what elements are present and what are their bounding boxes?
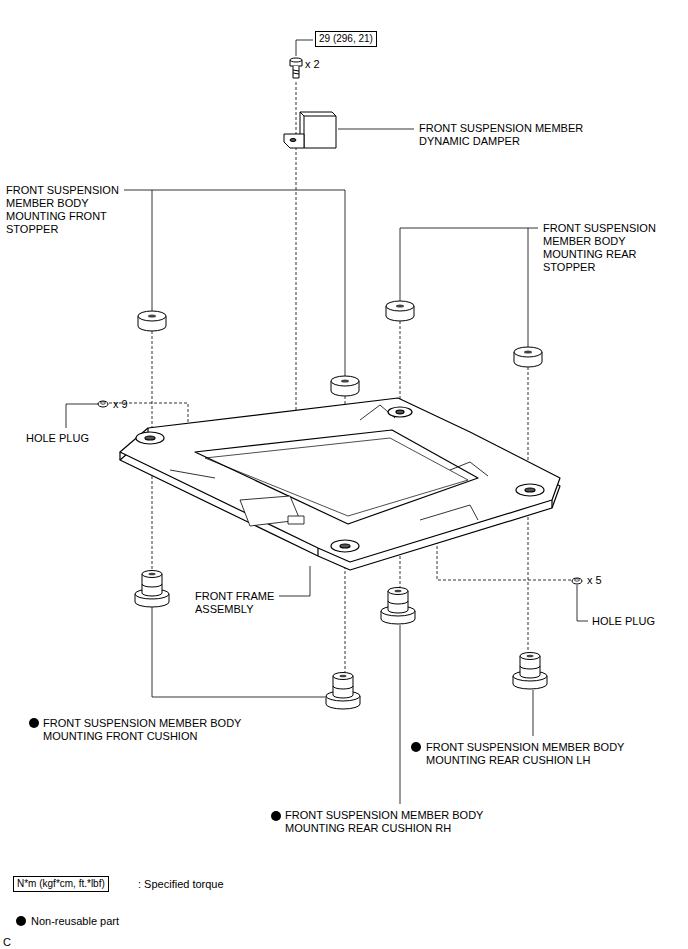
quantity: x 9 [113,398,128,411]
part-name: FRONT SUSPENSION MEMBER BODY MOUNTING FR… [43,717,263,743]
drawing-part [120,398,560,562]
drawing-part [16,916,26,926]
drawing-part [135,571,169,608]
drawing-part [296,40,313,56]
drawing-part [514,347,542,367]
drawing-part [138,311,166,331]
drawing-part [119,452,120,460]
drawing-part [400,625,401,804]
hole-plugs [98,401,582,584]
drawing-part [420,505,478,520]
drawing-part [29,718,39,728]
drawing-part [577,585,588,621]
drawing-part [136,432,164,444]
drawing-part [152,190,153,311]
drawing-part [300,112,336,148]
drawing-part [551,500,552,508]
drawing-part [437,540,571,580]
drawing-part [170,470,215,478]
drawing-part [528,228,529,347]
part-name: FRONT FRAME ASSEMBLY [195,590,290,616]
drawing-part [66,404,98,428]
drawing-part [411,742,421,752]
drawing-part [290,139,296,142]
drawing-part [533,690,534,736]
torque-value: 29 (296, 21) [319,33,373,45]
drawing-part [340,544,350,548]
legend-text: : Specified torque [138,878,224,891]
quantity: x 2 [305,58,320,71]
drawing-part [386,301,414,321]
drawing-part [516,484,544,496]
leader-lines [66,40,588,804]
drawing-part [271,811,281,821]
drawing-part [572,578,582,584]
drawing-part [284,134,304,148]
drawing-part [450,462,488,476]
drawing-part [513,653,547,690]
drawing-part [195,430,478,524]
drawing-part [279,566,310,596]
drawing-part [338,129,414,130]
drawing-part [326,673,360,710]
drawing-part [288,516,304,524]
drawing-part [290,58,302,62]
drawing-part [300,112,336,116]
drawing-part [331,540,359,552]
front-frame [120,398,560,570]
drawing-part [388,407,412,417]
drawing-part [293,70,299,71]
drawing-part [124,190,345,376]
torque-value: N*m (kgf*cm, ft.*lbf) [17,878,105,890]
part-name: HOLE PLUG [592,615,655,628]
part-name: FRONT SUSPENSION MEMBER BODY MOUNTING RE… [285,809,505,835]
dynamic-damper [284,112,336,148]
drawing-part [317,548,318,556]
quantity: x 5 [587,574,602,587]
part-name: FRONT SUSPENSION MEMBER BODY MOUNTING FR… [6,184,136,236]
part-name: HOLE PLUG [26,432,89,445]
drawing-part [293,66,299,78]
part-name: FRONT SUSPENSION MEMBER BODY MOUNTING RE… [543,222,673,274]
drawing-part [331,376,359,396]
cushions [135,571,547,710]
alignment-lines [109,82,571,672]
legend-text: Non-reusable part [31,915,119,928]
drawing-part [293,73,299,74]
drawing-part [400,228,538,301]
part-name: FRONT SUSPENSION MEMBER BODY MOUNTING RE… [426,741,646,767]
figure-code: C [3,936,11,949]
drawing-part [396,410,404,414]
bolt [290,58,302,78]
drawing-part [525,488,535,492]
torque-box: 29 (296, 21) [315,31,377,47]
drawing-part [145,436,155,440]
drawing-part [381,588,415,625]
stoppers [138,301,542,396]
part-name: FRONT SUSPENSION MEMBER DYNAMIC DAMPER [419,122,609,148]
drawing-part [152,607,325,697]
drawing-part [98,401,108,407]
legend-torque-box: N*m (kgf*cm, ft.*lbf) [13,876,109,892]
